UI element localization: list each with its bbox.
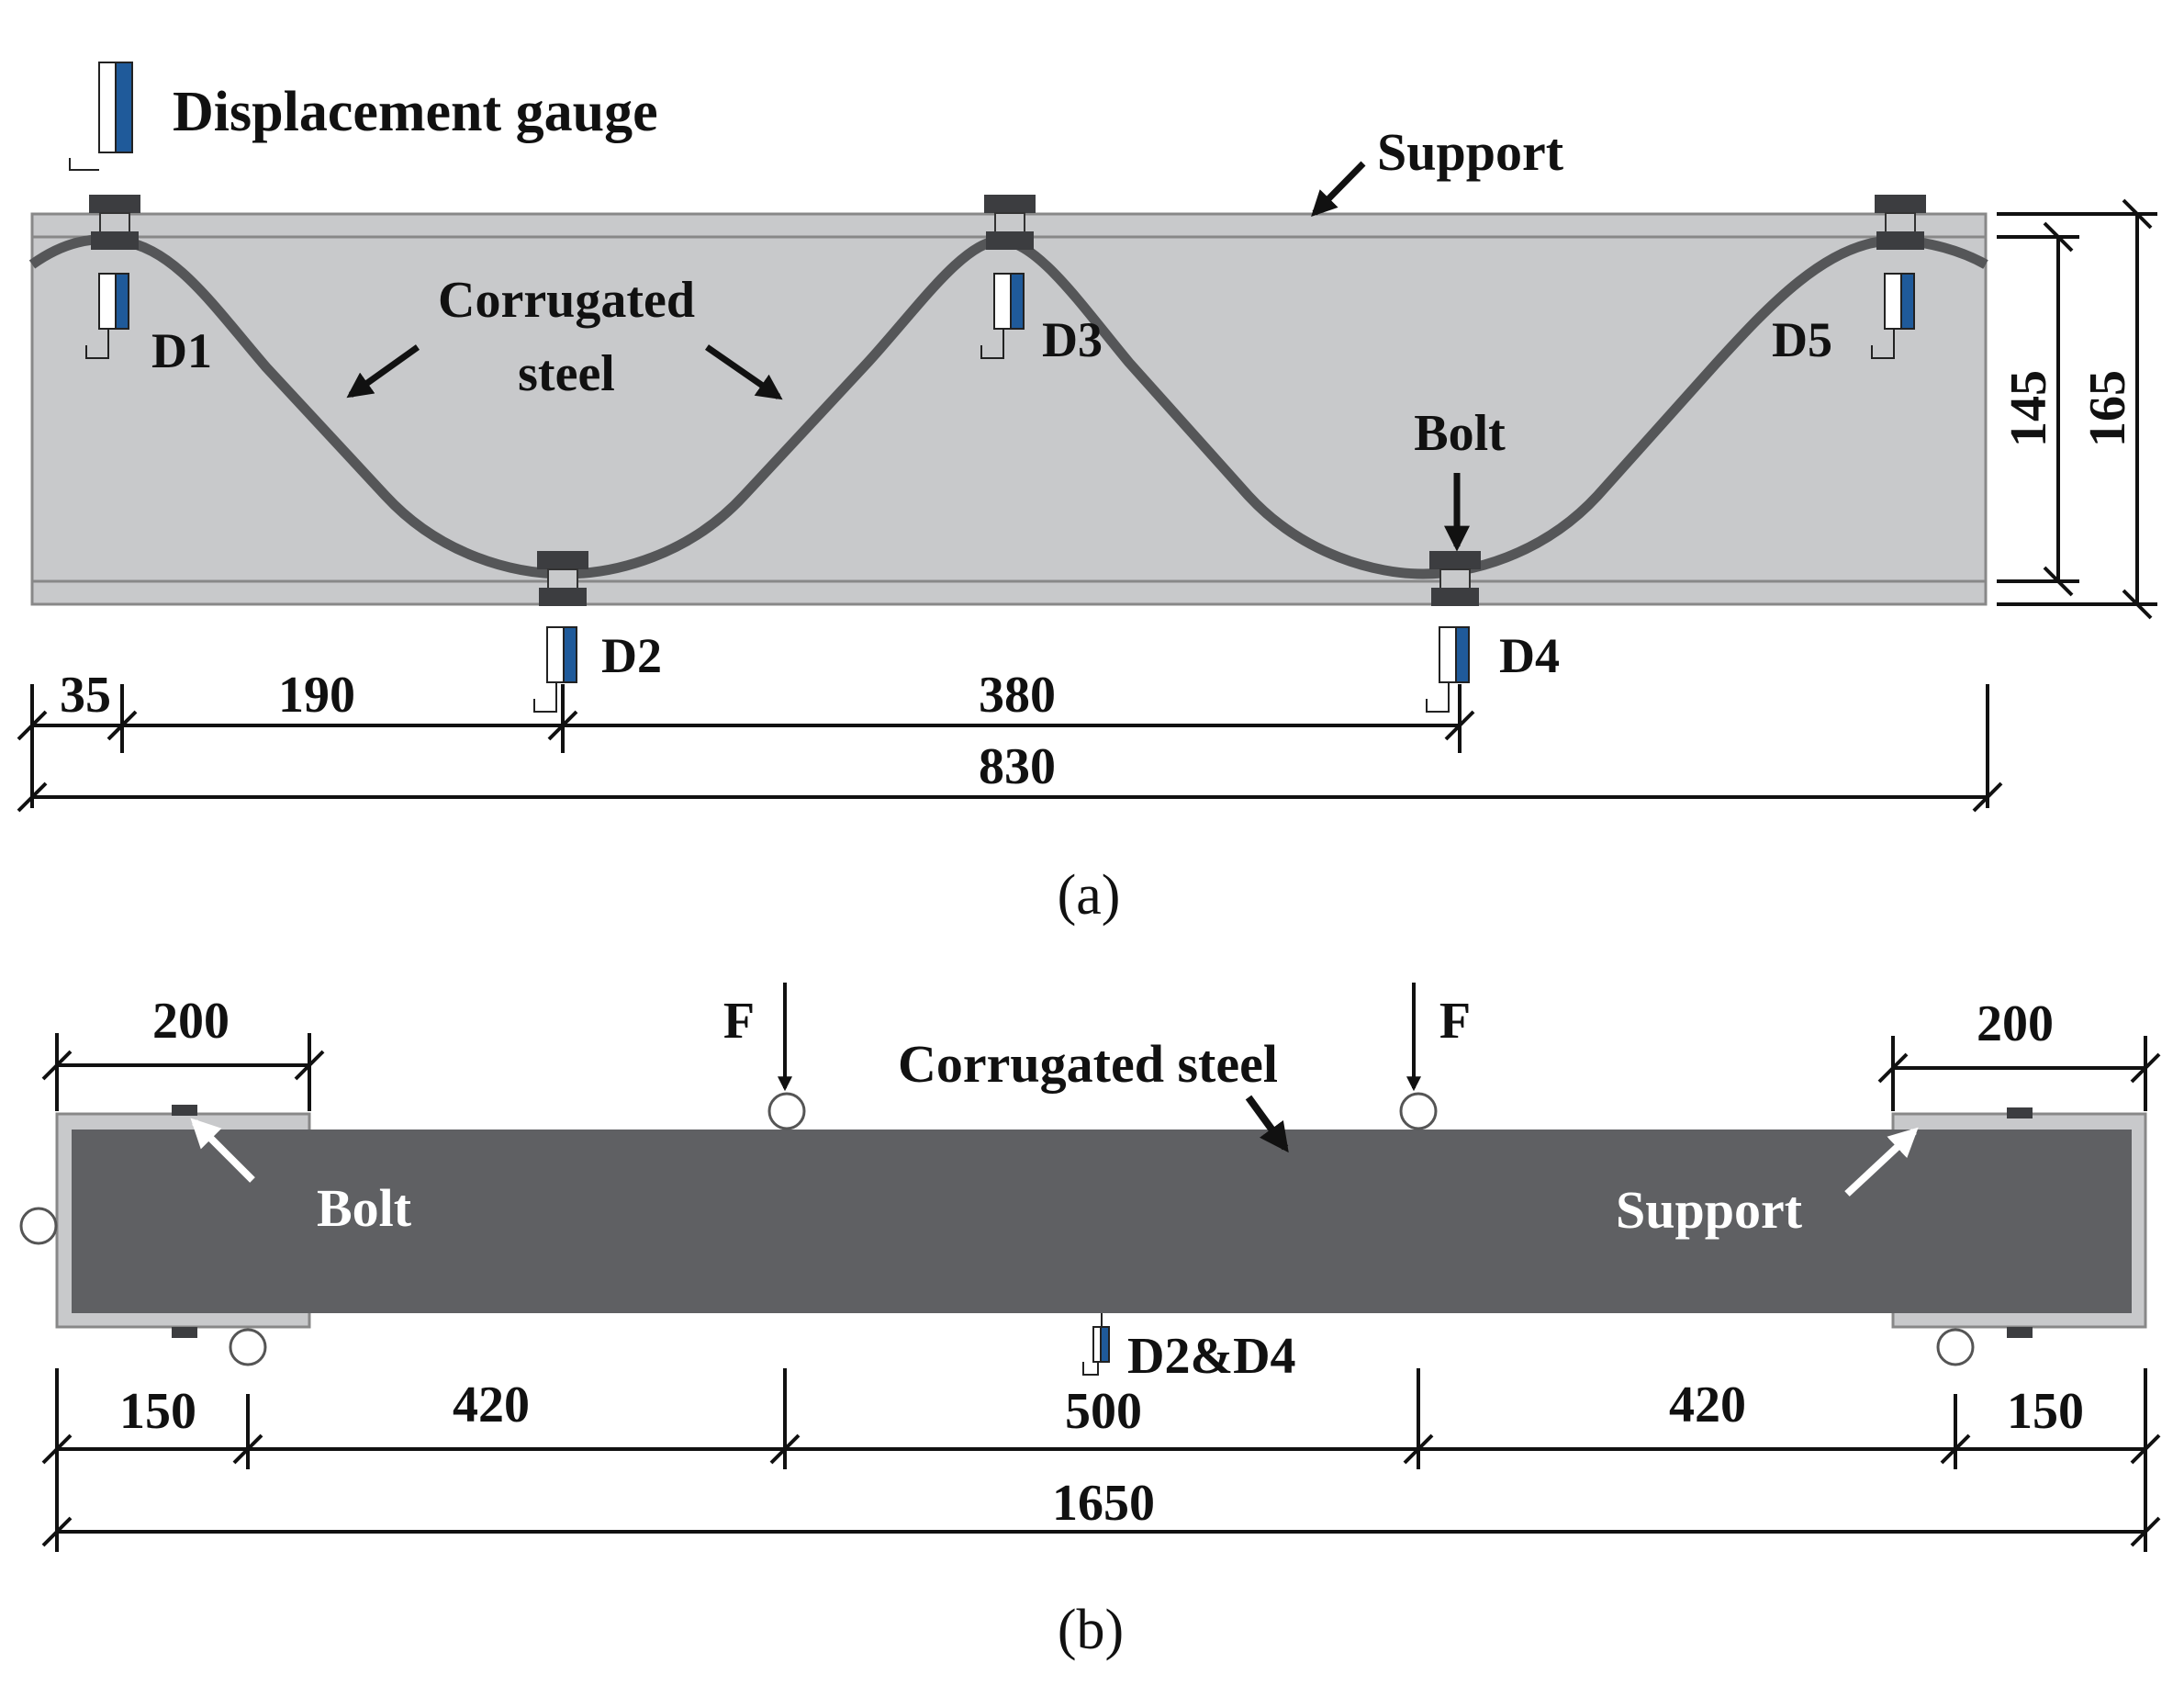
roller-left-bottom: [229, 1328, 267, 1366]
bolt-arrow-b: [190, 1118, 255, 1183]
legend-label: Displacement gauge: [173, 81, 658, 143]
support-label: Support: [1377, 122, 1564, 182]
bolt-label-a: Bolt: [1414, 405, 1506, 462]
load-label-right: F: [1439, 993, 1471, 1050]
panel-a: Displacement gauge D1 D2 D3 D4 D5 Suppor…: [17, 62, 2157, 927]
dim-1650: 1650: [1052, 1475, 1155, 1532]
panel-b: 200 200 F F Corrugated steel Bolt Suppor…: [19, 983, 2161, 1661]
corrugated-label-line1: Corrugated: [438, 272, 695, 329]
dim-150-left: 150: [119, 1383, 196, 1440]
dims-right-a: [1997, 198, 2157, 620]
support-label-b: Support: [1616, 1180, 1803, 1240]
dim-200-left: 200: [152, 993, 230, 1050]
dim-420-left: 420: [453, 1377, 530, 1433]
roller-left-end: [19, 1207, 58, 1245]
corrugated-label-b: Corrugated steel: [898, 1034, 1278, 1094]
gauge-label-d2-d4: D2&D4: [1127, 1328, 1296, 1385]
legend-gauge-icon: [69, 62, 133, 171]
corrugated-arrow-b: [1245, 1095, 1289, 1153]
dim-145: 145: [2000, 370, 2057, 447]
dim-165: 165: [2079, 370, 2136, 447]
gauge-label-d4: D4: [1499, 628, 1560, 683]
bolt-top-right: [2007, 1107, 2033, 1118]
dim-150-right: 150: [2007, 1383, 2084, 1440]
dim-830: 830: [979, 738, 1056, 795]
bolt-label-b: Bolt: [317, 1178, 412, 1238]
support-arrow-b: [1844, 1127, 1919, 1197]
load-roller-left: [767, 1092, 806, 1130]
gauge-label-d1: D1: [151, 323, 212, 378]
corrugated-arrow-left: [346, 344, 420, 399]
dims-bottom-a: [17, 684, 2003, 813]
gauge-label-d5: D5: [1772, 312, 1832, 367]
load-roller-right: [1399, 1092, 1438, 1130]
corrugated-arrow-right: [705, 344, 783, 400]
corrugated-beam: [72, 1130, 2132, 1313]
dim-380: 380: [979, 667, 1056, 724]
gauge-d2-d4: [1082, 1313, 1110, 1376]
caption-b: (b): [1058, 1599, 1124, 1661]
gauge-d2: [533, 626, 577, 713]
dim-500: 500: [1065, 1383, 1142, 1440]
roller-right-bottom: [1936, 1328, 1975, 1366]
corrugated-label-line2: steel: [518, 345, 615, 402]
bolt-bottom-left: [172, 1327, 197, 1338]
bolt-top-left: [172, 1105, 197, 1116]
support-arrow: [1311, 161, 1366, 217]
dim-35: 35: [60, 667, 111, 724]
dims-top-b: [41, 1033, 2161, 1111]
caption-a: (a): [1058, 864, 1121, 927]
dim-190: 190: [278, 667, 355, 724]
steel-section: [30, 212, 1988, 606]
bolt-bottom-right: [2007, 1327, 2033, 1338]
gauge-label-d3: D3: [1042, 312, 1103, 367]
load-label-left: F: [723, 993, 755, 1050]
gauge-d4: [1426, 626, 1470, 713]
dim-420-right: 420: [1669, 1377, 1746, 1433]
dims-bottom-b: [41, 1368, 2161, 1552]
gauge-label-d2: D2: [601, 628, 662, 683]
dim-200-right: 200: [1977, 995, 2054, 1052]
